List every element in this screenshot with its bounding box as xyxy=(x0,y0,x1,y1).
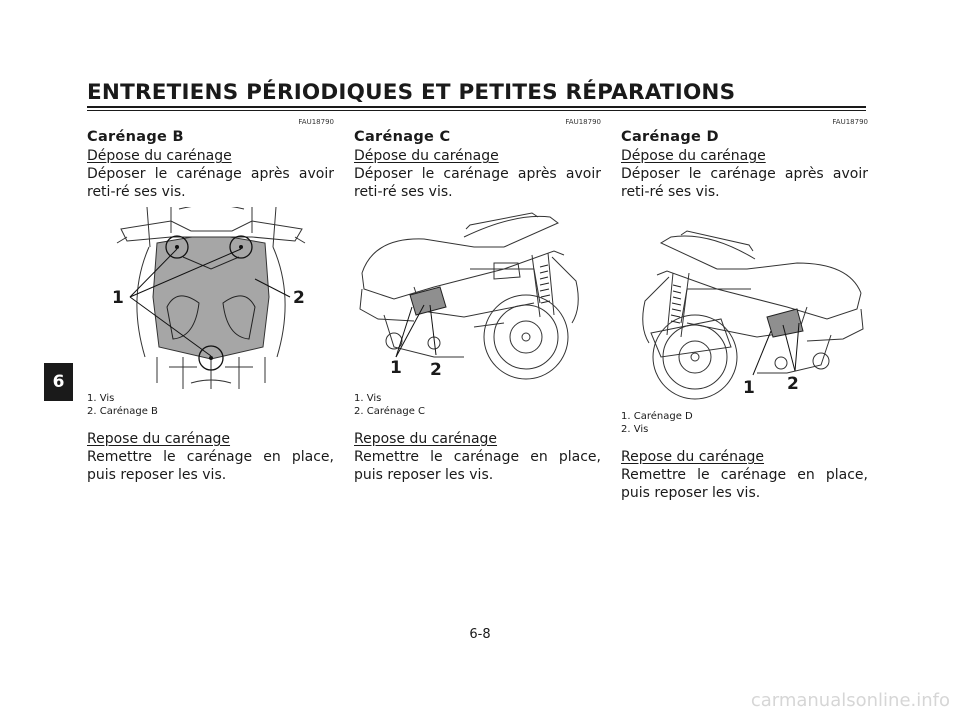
section-title: Carénage C xyxy=(354,129,451,145)
doc-code: FAU18790 xyxy=(832,118,868,126)
removal-heading: Dépose du carénage xyxy=(621,148,766,164)
callout-1: 1 xyxy=(743,378,755,398)
section-carenage-c: FAU18790 Carénage C Dépose du carénage D… xyxy=(354,117,601,484)
removal-text: Déposer le carénage après avoir reti-ré … xyxy=(87,166,334,200)
figure-caption: 1. Carénage D 2. Vis xyxy=(621,411,868,436)
watermark: carmanualsonline.info xyxy=(750,690,950,711)
scooter-rear-side-illustration: 1 2 xyxy=(642,230,864,400)
caption-item: 2. Carénage C xyxy=(354,405,426,417)
section-carenage-b: FAU18790 Carénage B Dépose du carénage D… xyxy=(87,117,334,484)
callout-2: 2 xyxy=(293,288,305,308)
install-heading: Repose du carénage xyxy=(354,431,498,447)
figure-carenage-c: 1 2 xyxy=(354,207,601,389)
caption-item: 1. Vis xyxy=(87,393,115,404)
figure-caption: 1. Vis 2. Carénage C xyxy=(354,393,601,418)
title-rule xyxy=(87,106,866,111)
install-text: Remettre le carénage en place, puis repo… xyxy=(354,449,601,483)
removal-text: Déposer le carénage après avoir reti-ré … xyxy=(621,166,868,200)
caption-item: 1. Vis xyxy=(354,393,382,404)
scooter-front-illustration: 1 2 xyxy=(112,207,306,389)
removal-text: Déposer le carénage après avoir reti-ré … xyxy=(354,166,601,200)
install-heading: Repose du carénage xyxy=(87,431,231,447)
doc-code: FAU18790 xyxy=(565,118,601,126)
install-text: Remettre le carénage en place, puis repo… xyxy=(621,467,868,501)
callout-1: 1 xyxy=(112,288,124,308)
caption-item: 1. Carénage D xyxy=(621,411,693,422)
callout-1: 1 xyxy=(390,358,402,378)
page-number: 6-8 xyxy=(469,627,491,642)
removal-heading: Dépose du carénage xyxy=(87,148,232,164)
caption-item: 2. Carénage B xyxy=(87,405,158,417)
scooter-side-illustration: 1 2 xyxy=(359,212,579,380)
callout-2: 2 xyxy=(787,374,799,394)
page-title: ENTRETIENS PÉRIODIQUES ET PETITES RÉPARA… xyxy=(87,80,736,105)
chapter-tab: 6 xyxy=(44,363,73,401)
section-title: Carénage B xyxy=(87,129,184,145)
install-text: Remettre le carénage en place, puis repo… xyxy=(87,449,334,483)
figure-caption: 1. Vis 2. Carénage B xyxy=(87,393,334,418)
doc-code: FAU18790 xyxy=(298,118,334,126)
section-title: Carénage D xyxy=(621,129,719,145)
figure-carenage-d: 1 2 xyxy=(621,207,868,407)
install-heading: Repose du carénage xyxy=(621,449,765,465)
figure-carenage-b: 1 2 xyxy=(87,207,334,389)
removal-heading: Dépose du carénage xyxy=(354,148,499,164)
caption-item: 2. Vis xyxy=(621,423,649,435)
section-carenage-d: FAU18790 Carénage D Dépose du carénage D… xyxy=(621,117,868,502)
callout-2: 2 xyxy=(430,360,442,380)
